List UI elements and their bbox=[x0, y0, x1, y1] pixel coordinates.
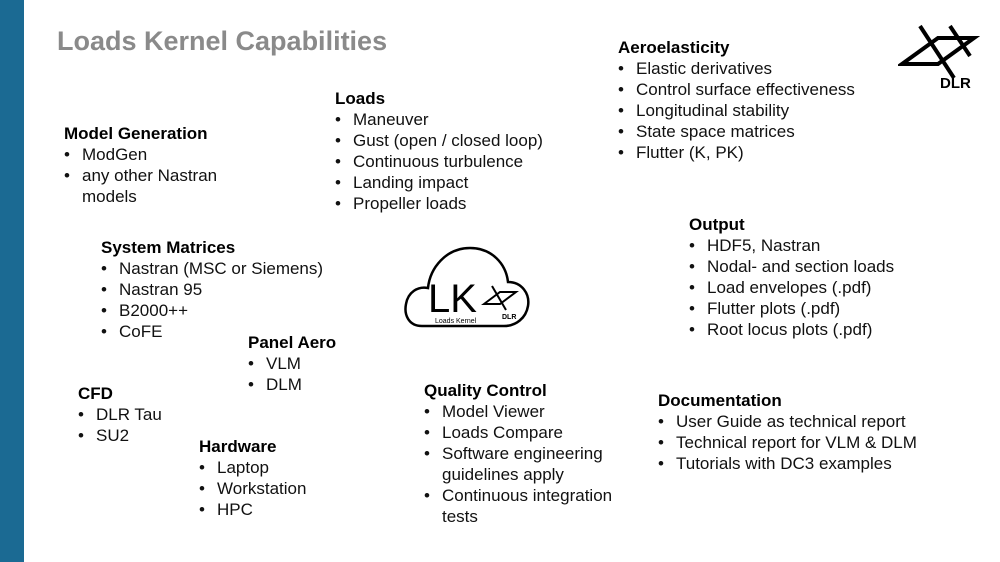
bullet-list: Nastran (MSC or Siemens) Nastran 95 B200… bbox=[101, 258, 323, 342]
list-item: Software engineering guidelines apply bbox=[424, 443, 614, 485]
section-title: Panel Aero bbox=[248, 333, 337, 352]
list-item: Maneuver bbox=[335, 109, 543, 130]
list-item: any other Nastran models bbox=[64, 165, 249, 207]
list-item: Laptop bbox=[199, 457, 306, 478]
bullet-list: Model Viewer Loads Compare Software engi… bbox=[424, 401, 614, 527]
section-cfd: CFD DLR Tau SU2 bbox=[78, 383, 162, 446]
list-item: User Guide as technical report bbox=[658, 411, 917, 432]
section-title: Hardware bbox=[199, 437, 277, 456]
list-item: Model Viewer bbox=[424, 401, 614, 422]
list-item: Longitudinal stability bbox=[618, 100, 855, 121]
bullet-list: Elastic derivatives Control surface effe… bbox=[618, 58, 855, 163]
section-title: Loads bbox=[335, 89, 386, 108]
section-title: Documentation bbox=[658, 391, 782, 410]
list-item: Landing impact bbox=[335, 172, 543, 193]
dlr-logo-icon: DLR bbox=[898, 24, 980, 92]
list-item: DLM bbox=[248, 374, 336, 395]
list-item: Flutter (K, PK) bbox=[618, 142, 855, 163]
list-item: Nodal- and section loads bbox=[689, 256, 894, 277]
list-item: Nastran (MSC or Siemens) bbox=[101, 258, 323, 279]
section-output: Output HDF5, Nastran Nodal- and section … bbox=[689, 214, 894, 340]
section-panel-aero: Panel Aero VLM DLM bbox=[248, 332, 336, 395]
section-system-matrices: System Matrices Nastran (MSC or Siemens)… bbox=[101, 237, 323, 342]
section-title: CFD bbox=[78, 384, 113, 403]
list-item: Gust (open / closed loop) bbox=[335, 130, 543, 151]
list-item: Tutorials with DC3 examples bbox=[658, 453, 917, 474]
section-model-generation: Model Generation ModGen any other Nastra… bbox=[64, 123, 249, 207]
list-item: CoFE bbox=[101, 321, 323, 342]
section-loads: Loads Maneuver Gust (open / closed loop)… bbox=[335, 88, 543, 214]
list-item: Root locus plots (.pdf) bbox=[689, 319, 894, 340]
section-title: Aeroelasticity bbox=[618, 38, 730, 57]
list-item: State space matrices bbox=[618, 121, 855, 142]
list-item: Propeller loads bbox=[335, 193, 543, 214]
loads-kernel-logo-icon: LK Loads Kernel DLR bbox=[404, 246, 530, 328]
list-item: DLR Tau bbox=[78, 404, 162, 425]
list-item: HDF5, Nastran bbox=[689, 235, 894, 256]
bullet-list: HDF5, Nastran Nodal- and section loads L… bbox=[689, 235, 894, 340]
bullet-list: Maneuver Gust (open / closed loop) Conti… bbox=[335, 109, 543, 214]
section-documentation: Documentation User Guide as technical re… bbox=[658, 390, 917, 474]
section-title: Model Generation bbox=[64, 124, 208, 143]
lk-logo-subtitle: Loads Kernel bbox=[435, 318, 477, 325]
list-item: Flutter plots (.pdf) bbox=[689, 298, 894, 319]
bullet-list: ModGen any other Nastran models bbox=[64, 144, 249, 207]
bullet-list: Laptop Workstation HPC bbox=[199, 457, 306, 520]
section-aeroelasticity: Aeroelasticity Elastic derivatives Contr… bbox=[618, 37, 855, 163]
list-item: Control surface effectiveness bbox=[618, 79, 855, 100]
list-item: Technical report for VLM & DLM bbox=[658, 432, 917, 453]
list-item: VLM bbox=[248, 353, 336, 374]
section-quality-control: Quality Control Model Viewer Loads Compa… bbox=[424, 380, 614, 527]
lk-logo-text: LK bbox=[428, 277, 477, 321]
bullet-list: VLM DLM bbox=[248, 353, 336, 395]
list-item: Nastran 95 bbox=[101, 279, 323, 300]
list-item: Continuous integration tests bbox=[424, 485, 614, 527]
lk-logo-dlr-text: DLR bbox=[502, 314, 516, 321]
slide-title: Loads Kernel Capabilities bbox=[57, 26, 388, 56]
list-item: ModGen bbox=[64, 144, 249, 165]
list-item: Elastic derivatives bbox=[618, 58, 855, 79]
section-title: Quality Control bbox=[424, 381, 547, 400]
slide-side-bar bbox=[0, 0, 24, 562]
list-item: HPC bbox=[199, 499, 306, 520]
bullet-list: DLR Tau SU2 bbox=[78, 404, 162, 446]
list-item: Workstation bbox=[199, 478, 306, 499]
list-item: Load envelopes (.pdf) bbox=[689, 277, 894, 298]
section-title: Output bbox=[689, 215, 745, 234]
list-item: Continuous turbulence bbox=[335, 151, 543, 172]
section-title: System Matrices bbox=[101, 238, 236, 257]
bullet-list: User Guide as technical report Technical… bbox=[658, 411, 917, 474]
section-hardware: Hardware Laptop Workstation HPC bbox=[199, 436, 306, 520]
list-item: SU2 bbox=[78, 425, 162, 446]
list-item: Loads Compare bbox=[424, 422, 614, 443]
list-item: B2000++ bbox=[101, 300, 323, 321]
dlr-logo-text: DLR bbox=[940, 75, 971, 92]
